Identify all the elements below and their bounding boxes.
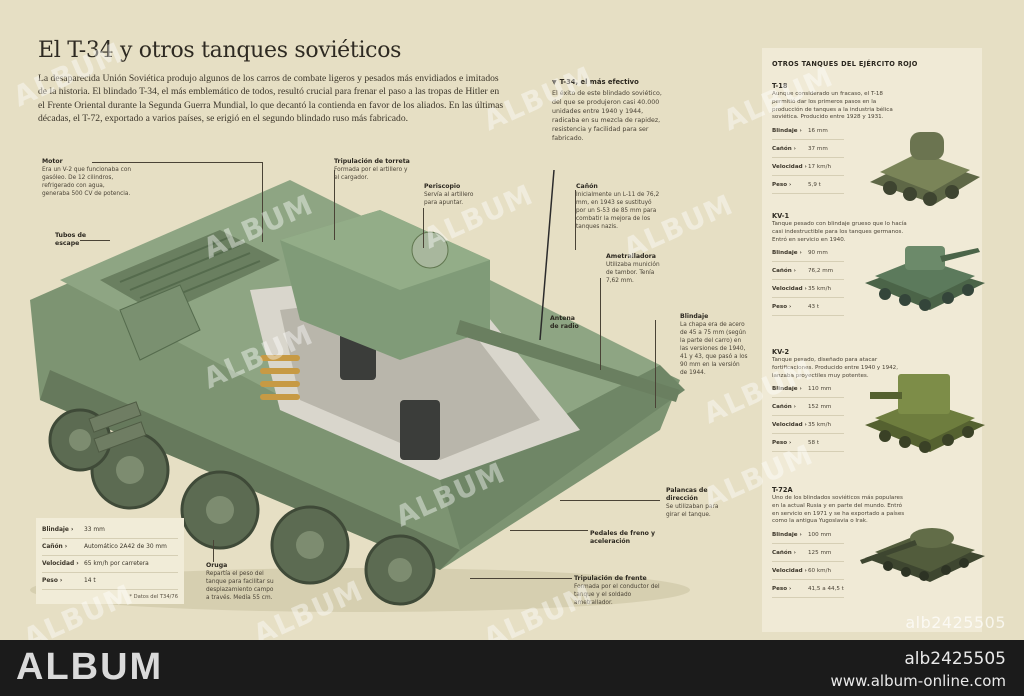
stat-row: Cañón ›76,2 mm bbox=[772, 262, 844, 281]
t34-cutaway-illustration bbox=[30, 169, 690, 612]
tank-name: T-72A bbox=[772, 486, 793, 494]
tank-desc: Aunque considerado un fracaso, el T-18 p… bbox=[772, 91, 893, 121]
stat-row: Peso ›5,9 t bbox=[772, 176, 844, 195]
stat-row: Cañón›Automático 2A42 de 30 mm bbox=[42, 539, 178, 556]
stats-footnote: * Datos del T34/76 bbox=[129, 594, 178, 600]
stat-row: Peso ›58 t bbox=[772, 434, 844, 453]
tubos-leader bbox=[80, 240, 110, 241]
tank-card-kv1: KV-1 Tanque pesado con blindaje grueso q… bbox=[772, 212, 985, 317]
frente-leader bbox=[470, 578, 572, 579]
album-logo: ALBUM bbox=[16, 646, 164, 688]
panel-heading: OTROS TANQUES DEL EJÉRCITO ROJO bbox=[772, 60, 918, 68]
stat-row: Cañón ›125 mm bbox=[772, 544, 844, 563]
pedales-leader bbox=[510, 530, 588, 531]
tank-name: T-18 bbox=[772, 82, 788, 90]
callout-tubos-escape: Tubos de escape bbox=[55, 232, 87, 247]
stat-row: Velocidad ›60 km/h bbox=[772, 562, 844, 581]
t72a-illustration bbox=[860, 528, 985, 582]
stat-row: Blindaje›33 mm bbox=[42, 522, 178, 539]
t34-stats-box: Blindaje›33 mm Cañón›Automático 2A42 de … bbox=[36, 518, 184, 604]
image-id: alb2425505 bbox=[904, 649, 1006, 669]
tank-desc: Tanque pesado, diseñado para atacar fort… bbox=[772, 357, 899, 379]
tank-desc: Tanque pesado con blindaje grueso que lo… bbox=[772, 221, 907, 243]
tank-name: KV-1 bbox=[772, 212, 790, 220]
stat-row: Velocidad›65 km/h por carretera bbox=[42, 556, 178, 573]
stat-row: Cañón ›152 mm bbox=[772, 398, 844, 417]
stat-row: Velocidad ›17 km/h bbox=[772, 158, 844, 177]
stat-row: Velocidad ›35 km/h bbox=[772, 416, 844, 435]
page-title: El T-34 y otros tanques soviéticos bbox=[38, 38, 402, 63]
kv1-illustration bbox=[865, 246, 985, 311]
stat-row: Blindaje ›16 mm bbox=[772, 122, 844, 141]
torreta-leader bbox=[334, 170, 335, 240]
t18-illustration bbox=[870, 132, 980, 206]
tank-card-t18: T-18 Aunque considerado un fracaso, el T… bbox=[772, 82, 980, 206]
stat-row: Blindaje ›100 mm bbox=[772, 526, 844, 545]
stat-row: Peso ›41,5 a 44,5 t bbox=[772, 580, 844, 599]
site-url[interactable]: www.album-online.com bbox=[830, 672, 1006, 690]
motor-leader bbox=[92, 162, 262, 163]
side-note-text: El éxito de este blindado soviético, del… bbox=[552, 90, 662, 142]
tank-desc: Uno de los blindados soviéticos más popu… bbox=[772, 495, 905, 525]
t34-side-note: ▼T-34, el más efectivo El éxito de este … bbox=[552, 78, 672, 143]
infographic-sheet: El T-34 y otros tanques soviéticos La de… bbox=[8, 35, 1006, 640]
stat-row: Blindaje ›110 mm bbox=[772, 380, 844, 399]
tank-card-kv2: KV-2 Tanque pesado, diseñado para atacar… bbox=[772, 348, 985, 453]
tank-name: KV-2 bbox=[772, 348, 790, 356]
stat-row: Cañón ›37 mm bbox=[772, 140, 844, 159]
other-tanks-panel: OTROS TANQUES DEL EJÉRCITO ROJO T-18 Aun… bbox=[762, 48, 985, 632]
ametralladora-leader bbox=[600, 278, 601, 370]
tank-card-t72a: T-72A Uno de los blindados soviéticos má… bbox=[772, 486, 985, 599]
oruga-leader bbox=[213, 540, 214, 562]
palancas-leader bbox=[560, 500, 660, 501]
kv2-illustration bbox=[865, 374, 985, 453]
motor-leader-v bbox=[262, 162, 263, 242]
stat-row: Peso›14 t bbox=[42, 573, 178, 590]
watermark-id: alb2425505 bbox=[905, 613, 1006, 632]
stat-row: Velocidad ›35 km/h bbox=[772, 280, 844, 299]
blindaje-leader bbox=[655, 320, 656, 408]
periscopio-leader bbox=[423, 208, 424, 248]
footer-bar: ALBUM alb2425505 www.album-online.com bbox=[0, 640, 1024, 696]
callout-pedales: Pedales de freno y aceleración bbox=[590, 530, 656, 545]
canon-leader bbox=[575, 190, 576, 250]
intro-text: La desaparecida Unión Soviética produjo … bbox=[38, 73, 504, 125]
side-note-heading: ▼T-34, el más efectivo bbox=[552, 78, 639, 86]
stat-row: Blindaje ›90 mm bbox=[772, 244, 844, 263]
stat-row: Peso ›43 t bbox=[772, 298, 844, 317]
callout-antena: Antena de radio bbox=[550, 315, 579, 330]
triangle-icon: ▼ bbox=[552, 79, 557, 86]
